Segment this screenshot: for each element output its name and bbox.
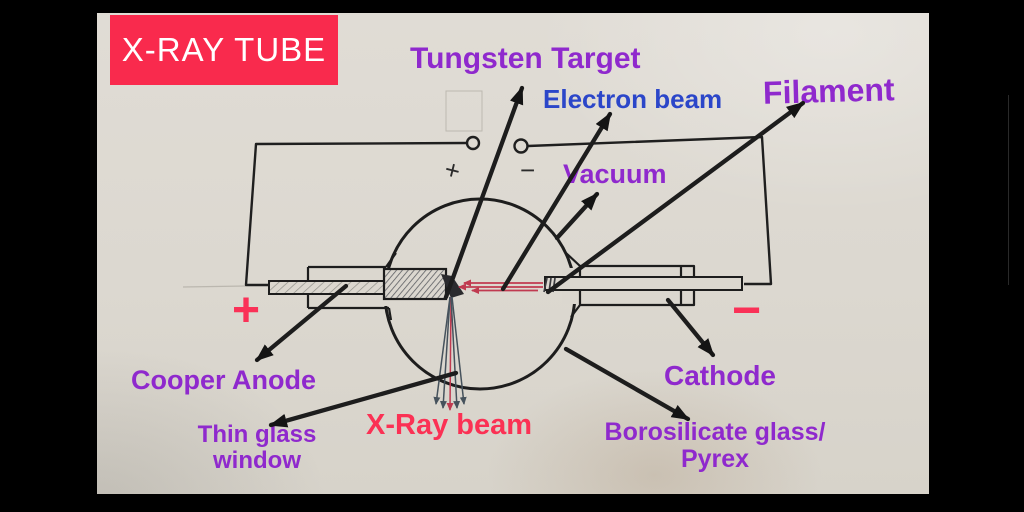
label-tungsten-target: Tungsten Target (410, 42, 641, 75)
right-support-mask (562, 268, 696, 304)
photo-background: X-RAY TUBE Tungsten Target Electron beam… (97, 13, 929, 494)
terminal-plus-circle (465, 135, 481, 151)
left-circuit-wire (244, 141, 467, 287)
page-title: X-RAY TUBE (121, 31, 327, 68)
anode-polarity-plus: + (232, 284, 261, 337)
left-support-mask (306, 268, 400, 306)
anode-rod (268, 280, 387, 295)
filament-coil (543, 277, 556, 293)
label-electron-beam: Electron beam (543, 84, 723, 114)
label-thin-glass-window: Thin glass window (157, 422, 357, 474)
copper-anode-block (382, 267, 448, 301)
cathode-rod (544, 276, 743, 291)
tungsten-target-arrow (443, 85, 525, 300)
cathode-arrow (665, 297, 716, 358)
borosilicate-line2: Pyrex (680, 445, 750, 473)
circuit-wiring (244, 135, 773, 287)
cooper-anode-arrow (254, 283, 349, 363)
label-cooper-anode: Cooper Anode (131, 365, 316, 395)
label-cathode: Cathode (664, 360, 776, 391)
terminal-minus-sign: − (520, 155, 536, 185)
label-x-ray-beam: X-Ray beam (366, 409, 533, 441)
photo-edge-scratch (1008, 95, 1009, 285)
electron-beam-arrow (500, 111, 613, 292)
electron-beam-lines (458, 279, 543, 294)
glass-bulb-circle (383, 197, 577, 391)
xray-beam-fan (433, 296, 467, 411)
cathode-support (565, 252, 696, 318)
filament-arrow (545, 100, 806, 295)
label-vacuum: Vacuum (563, 159, 667, 189)
cathode-polarity-minus: − (732, 282, 762, 338)
terminal-plus-sign: + (441, 153, 464, 187)
vacuum-arrow (554, 191, 600, 241)
terminal-minus-circle (513, 138, 529, 154)
cathode-assembly (543, 276, 743, 293)
anode-support (306, 252, 397, 321)
tungsten-target-plate (441, 274, 464, 298)
title-badge: X-RAY TUBE (110, 15, 338, 85)
label-borosilicate-glass: Borosilicate glass/ Pyrex (557, 419, 873, 473)
pencil-guides (182, 90, 483, 288)
borosilicate-line1: Borosilicate glass/ (604, 418, 826, 446)
thin-glass-line1: Thin glass (197, 421, 317, 448)
thin-glass-line2: window (213, 447, 301, 474)
anode-assembly (268, 267, 464, 301)
label-filament: Filament (762, 71, 896, 111)
